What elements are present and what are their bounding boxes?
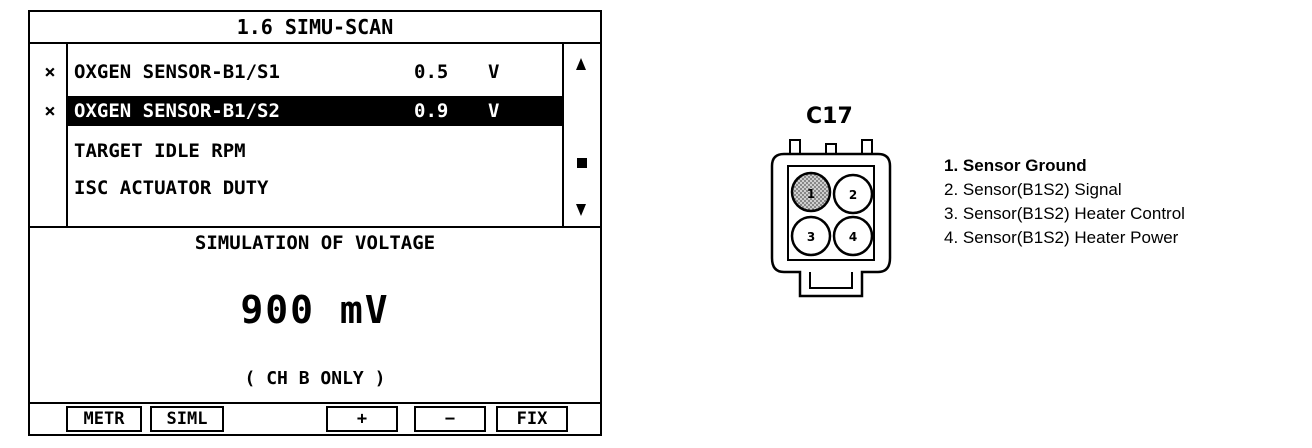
item-name: OXGEN SENSOR-B1/S1	[74, 61, 280, 83]
item-value: 0.9	[414, 100, 449, 122]
item-value: 0.5	[414, 61, 449, 83]
list-item[interactable]: ISC ACTUATOR DUTY	[30, 172, 562, 204]
screen-title: 1.6 SIMU-SCAN	[30, 12, 600, 44]
scroll-thumb[interactable]	[577, 158, 587, 168]
minus-softkey[interactable]: −	[414, 406, 486, 432]
list-item[interactable]: × OXGEN SENSOR-B1/S1 0.5 V	[30, 56, 562, 88]
pin-description: 3. Sensor(B1S2) Heater Control	[944, 204, 1185, 223]
pin-4-label: 4	[849, 230, 857, 244]
connector-label: C17	[806, 104, 853, 129]
simulation-note: ( CH B ONLY )	[244, 368, 386, 389]
scroll-up-arrow-icon[interactable]	[576, 58, 586, 70]
pin-2	[832, 173, 874, 215]
siml-softkey[interactable]: SIML	[150, 406, 224, 432]
item-unit: V	[488, 61, 500, 83]
sensor-list: × OXGEN SENSOR-B1/S1 0.5 V × OXGEN SENSO…	[30, 44, 600, 228]
simulation-value: 900 mV	[240, 288, 390, 332]
list-item-highlighted[interactable]: × OXGEN SENSOR-B1/S2 0.9 V	[30, 95, 562, 127]
metr-softkey[interactable]: METR	[66, 406, 142, 432]
pin-1	[790, 171, 832, 213]
scan-tool-screen: 1.6 SIMU-SCAN × OXGEN SENSOR-B1/S1 0.5 V…	[28, 10, 602, 436]
pin-2-label: 2	[849, 188, 857, 202]
selection-mark-column	[30, 44, 68, 226]
selected-mark-icon: ×	[44, 100, 56, 122]
pin-1-label: 1	[807, 187, 815, 201]
highlight-bar	[68, 96, 562, 126]
scroll-down-arrow-icon[interactable]	[576, 204, 586, 216]
pin-4	[832, 215, 874, 257]
fix-softkey[interactable]: FIX	[496, 406, 568, 432]
item-name: OXGEN SENSOR-B1/S2	[74, 100, 280, 122]
list-item[interactable]: TARGET IDLE RPM	[30, 135, 562, 167]
connector-c17-diagram: 1 2 3 4	[770, 139, 892, 298]
scrollbar[interactable]	[562, 44, 600, 226]
plus-softkey[interactable]: +	[326, 406, 398, 432]
item-name: TARGET IDLE RPM	[74, 140, 246, 162]
pin-description: 4. Sensor(B1S2) Heater Power	[944, 228, 1179, 247]
pin-description-list: 1. Sensor Ground 2. Sensor(B1S2) Signal …	[944, 154, 1185, 250]
pin-description: 2. Sensor(B1S2) Signal	[944, 180, 1122, 199]
item-unit: V	[488, 100, 500, 122]
simulation-title: SIMULATION OF VOLTAGE	[194, 232, 436, 254]
pin-3-label: 3	[807, 230, 815, 244]
softkey-bar: METR SIML + − FIX	[30, 402, 600, 434]
pin-description: 1. Sensor Ground	[944, 156, 1087, 175]
item-name: ISC ACTUATOR DUTY	[74, 177, 269, 199]
selected-mark-icon: ×	[44, 61, 56, 83]
pin-3	[790, 215, 832, 257]
